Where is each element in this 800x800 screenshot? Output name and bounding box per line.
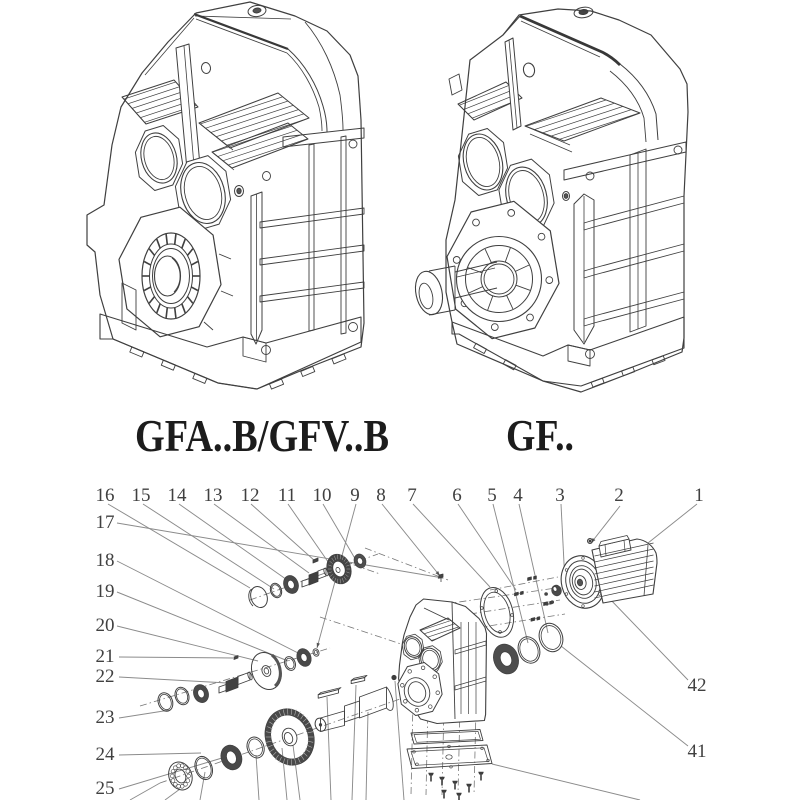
svg-text:2: 2 (614, 485, 624, 506)
svg-text:GFA..B/GFV..B: GFA..B/GFV..B (135, 410, 389, 461)
svg-text:21: 21 (96, 646, 115, 667)
svg-text:42: 42 (688, 675, 707, 696)
svg-text:17: 17 (96, 512, 115, 533)
svg-text:18: 18 (96, 550, 115, 571)
svg-text:25: 25 (96, 778, 115, 799)
svg-text:41: 41 (688, 741, 707, 762)
svg-text:23: 23 (96, 707, 115, 728)
svg-text:GF..: GF.. (506, 411, 574, 460)
svg-text:19: 19 (96, 581, 115, 602)
svg-text:4: 4 (513, 485, 523, 506)
svg-text:13: 13 (204, 485, 223, 506)
svg-text:9: 9 (350, 485, 360, 506)
svg-text:11: 11 (278, 485, 296, 506)
svg-text:7: 7 (407, 485, 417, 506)
svg-text:24: 24 (96, 744, 116, 765)
svg-text:10: 10 (313, 485, 332, 506)
svg-text:16: 16 (96, 485, 115, 506)
svg-text:12: 12 (241, 485, 260, 506)
svg-text:20: 20 (96, 615, 115, 636)
svg-text:5: 5 (487, 485, 497, 506)
svg-text:3: 3 (555, 485, 565, 506)
svg-text:6: 6 (452, 485, 462, 506)
svg-text:22: 22 (96, 666, 115, 687)
svg-text:8: 8 (376, 485, 386, 506)
svg-text:14: 14 (168, 485, 188, 506)
svg-text:1: 1 (694, 485, 704, 506)
svg-text:15: 15 (132, 485, 151, 506)
